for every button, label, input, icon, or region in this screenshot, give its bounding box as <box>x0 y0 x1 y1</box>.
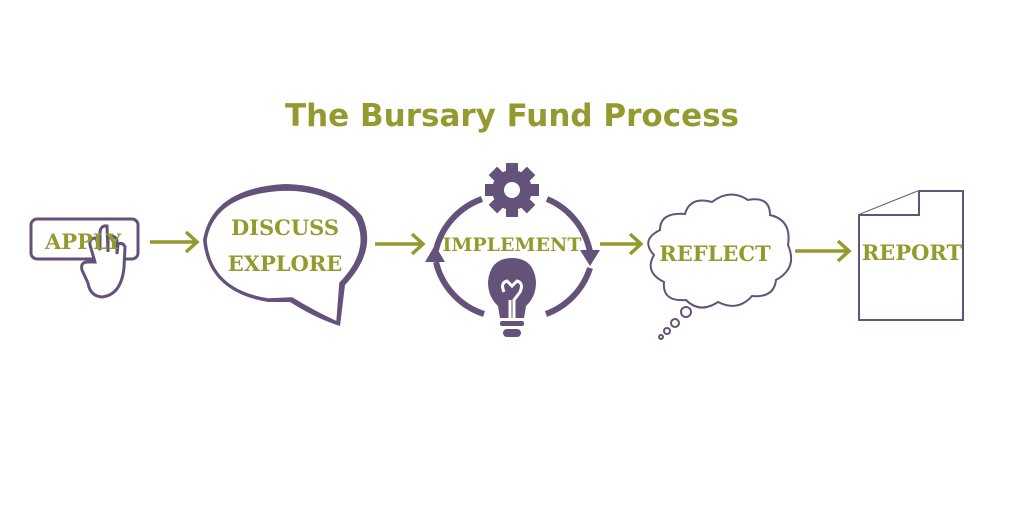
speech-bubble-icon <box>203 184 368 326</box>
hand-pointer-icon <box>29 217 140 299</box>
arrow-4 <box>795 239 852 263</box>
step-discuss-label: DISCUSS <box>230 215 340 240</box>
arrow-2 <box>375 232 426 256</box>
step-apply-label: APPLY <box>45 229 122 254</box>
step-report-label: REPORT <box>861 240 963 265</box>
thought-cloud-icon <box>647 193 792 340</box>
arrow-3 <box>600 232 644 256</box>
flow-arrows <box>150 230 852 263</box>
step-implement-label: IMPLEMENT <box>442 234 582 256</box>
document-icon <box>858 190 964 321</box>
gear-icon <box>485 163 539 217</box>
gear-lightbulb-cycle-icon <box>425 163 600 337</box>
arrow-1 <box>150 230 200 254</box>
diagram-title: The Bursary Fund Process <box>284 98 740 134</box>
lightbulb-icon <box>488 258 536 337</box>
step-explore-label: EXPLORE <box>227 251 343 276</box>
step-reflect-label: REFLECT <box>659 241 771 266</box>
